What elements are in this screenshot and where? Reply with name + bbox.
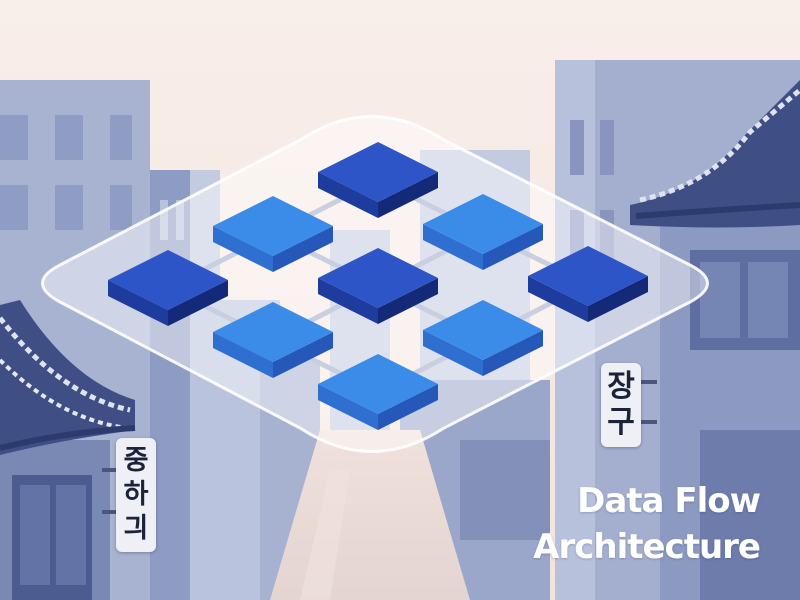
data-node-cube <box>528 246 648 322</box>
cube-right-face <box>378 278 438 324</box>
headline-line-1: Data Flow <box>577 481 761 521</box>
cube-left-face <box>423 224 483 270</box>
cube-left-face <box>423 330 483 376</box>
data-node-cube <box>423 300 543 376</box>
cube-left-face <box>528 276 588 322</box>
data-node-cube <box>108 250 228 326</box>
cube-left-face <box>318 172 378 218</box>
data-node-cube <box>423 194 543 270</box>
cube-left-face <box>213 226 273 272</box>
right-hanok <box>630 80 800 600</box>
cube-top-face <box>423 300 543 360</box>
cube-right-face <box>168 280 228 326</box>
cube-top-face <box>423 194 543 254</box>
sign-left-char-2: 하 <box>123 479 149 510</box>
hanging-sign-left: 중 하 긔 <box>116 438 156 552</box>
cube-top-face <box>108 250 228 310</box>
headline-line-2: Architecture <box>533 527 761 567</box>
left-hanok <box>0 300 136 600</box>
cube-right-face <box>273 226 333 272</box>
cube-right-face <box>483 330 543 376</box>
sign-right-char-1: 장 <box>607 369 635 404</box>
sign-right-char-2: 구 <box>607 405 635 440</box>
data-node-cube <box>213 302 333 378</box>
cube-top-face <box>528 246 648 306</box>
data-node-cube <box>213 196 333 272</box>
cube-right-face <box>378 172 438 218</box>
cube-left-face <box>318 384 378 430</box>
sign-bracket-right <box>641 380 657 384</box>
sign-bracket-left <box>102 468 118 472</box>
cube-right-face <box>378 384 438 430</box>
data-node-cube <box>318 354 438 430</box>
data-node-cube <box>318 142 438 218</box>
cube-top-face <box>318 142 438 202</box>
cube-left-face <box>108 280 168 326</box>
cube-right-face <box>588 276 648 322</box>
cube-right-face <box>273 332 333 378</box>
cube-top-face <box>213 196 333 256</box>
sign-left-char-3: 긔 <box>123 513 149 544</box>
cube-left-face <box>213 332 273 378</box>
headline: Data Flow Architecture <box>533 478 761 570</box>
hanging-sign-right: 장 구 <box>601 363 641 447</box>
cube-grid <box>108 142 648 430</box>
cube-right-face <box>483 224 543 270</box>
cube-left-face <box>318 278 378 324</box>
cube-top-face <box>318 354 438 414</box>
data-node-cube <box>318 248 438 324</box>
cube-top-face <box>213 302 333 362</box>
sign-left-char-1: 중 <box>123 445 149 476</box>
cube-top-face <box>318 248 438 308</box>
